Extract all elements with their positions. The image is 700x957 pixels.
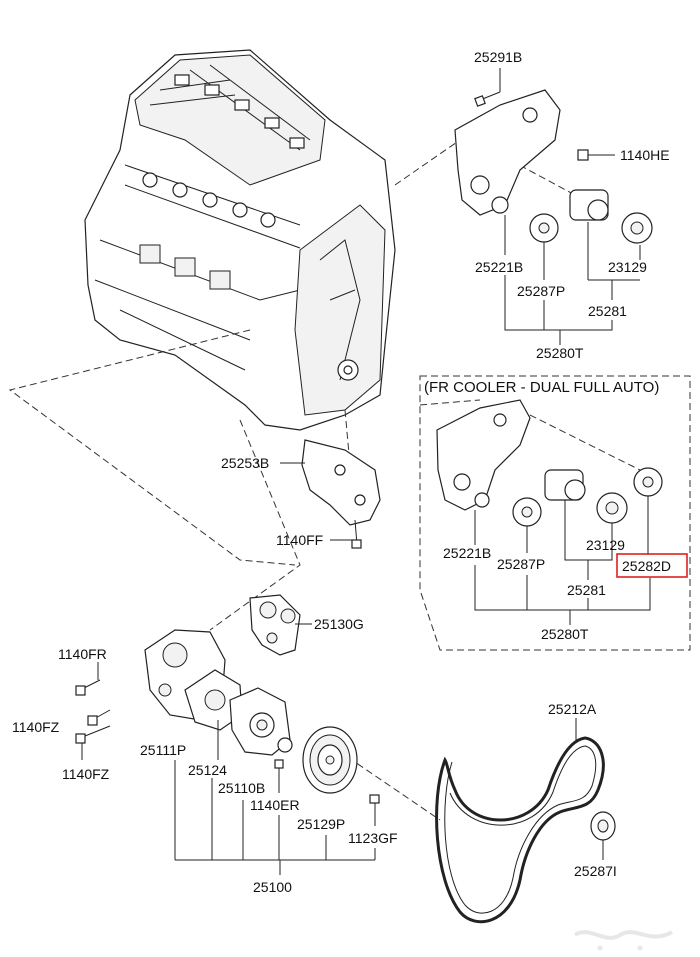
label-23129-box: 23129: [586, 537, 625, 553]
label-25130G: 25130G: [314, 616, 364, 632]
label-1140FR: 1140FR: [58, 646, 107, 662]
label-25287P-box: 25287P: [497, 556, 545, 572]
label-1140FZ-b: 1140FZ: [62, 766, 110, 782]
label-1140FZ-a: 1140FZ: [12, 719, 60, 735]
variant-header: (FR COOLER - DUAL FULL AUTO): [424, 379, 659, 396]
label-25291B: 25291B: [474, 49, 522, 65]
label-25287I: 25287I: [574, 863, 617, 879]
label-25281-box: 25281: [567, 582, 606, 598]
label-25129P: 25129P: [297, 816, 345, 832]
label-23129-top: 23129: [608, 259, 647, 275]
label-1140HE: 1140HE: [620, 147, 670, 163]
label-25280T-top: 25280T: [536, 345, 584, 361]
variant-box: [419, 375, 691, 651]
label-25253B: 25253B: [221, 455, 269, 471]
label-25111P: 25111P: [140, 742, 186, 758]
label-25280T-box: 25280T: [541, 626, 589, 642]
drive-belt-25212A: [435, 718, 616, 924]
label-25287P-top: 25287P: [517, 283, 565, 299]
highlight-box-25282D: [616, 553, 688, 578]
label-25212A: 25212A: [548, 701, 597, 717]
label-25110B: 25110B: [218, 780, 265, 796]
water-pump-assembly: [75, 629, 380, 875]
label-25221B-top: 25221B: [475, 259, 523, 275]
label-1123GF: 1123GF: [348, 830, 398, 846]
label-25221B-box: 25221B: [443, 545, 491, 561]
label-25100: 25100: [253, 879, 292, 895]
label-1140FF: 1140FF: [276, 532, 323, 548]
tensioner-group-top: [454, 68, 653, 345]
label-25124: 25124: [188, 762, 227, 778]
label-1140ER: 1140ER: [250, 797, 300, 813]
engine-block: [84, 49, 396, 431]
bracket-25253B: [280, 439, 381, 549]
watermark-logo: [573, 930, 674, 951]
gasket-25130G: [249, 594, 312, 656]
label-25281-top: 25281: [588, 303, 627, 319]
label-25282D: 25282D: [622, 558, 671, 574]
